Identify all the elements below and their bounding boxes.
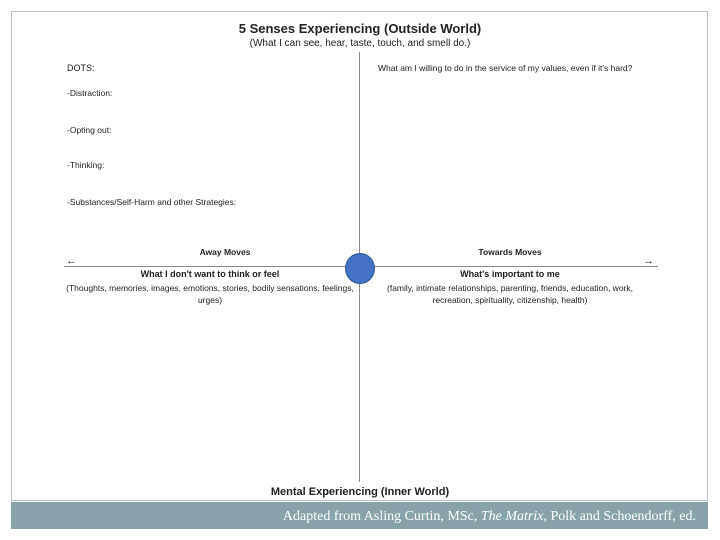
away-subheading: What I don't want to think or feel: [140, 269, 280, 279]
slide-frame: [11, 11, 708, 501]
diagram-title: 5 Senses Experiencing (Outside World): [238, 21, 482, 36]
dots-item-distraction: -Distraction:: [67, 88, 113, 98]
diagram-subtitle: (What I can see, hear, taste, touch, and…: [249, 38, 471, 49]
dots-heading: DOTS:: [67, 63, 95, 73]
right-arrow-icon: →: [643, 255, 654, 267]
center-circle: [345, 253, 375, 284]
footer-bar: Adapted from Asling Curtin, MSc, The Mat…: [11, 502, 708, 529]
credit-prefix: Adapted from Asling Curtin, MSc,: [282, 509, 481, 524]
left-arrow-icon: ←: [66, 255, 77, 267]
away-moves-heading: Away Moves: [199, 247, 251, 257]
dots-item-thinking: -Thinking:: [67, 160, 105, 170]
footer-credit: Adapted from Asling Curtin, MSc, The Mat…: [283, 509, 696, 525]
away-description: (Thoughts, memories, images, emotions, s…: [66, 283, 354, 305]
dots-item-substances: -Substances/Self-Harm and other Strategi…: [67, 197, 237, 207]
credit-suffix: , Polk and Schoendorff, ed.: [543, 509, 696, 524]
towards-subheading: What's important to me: [460, 269, 560, 279]
towards-moves-heading: Towards Moves: [478, 247, 542, 257]
bottom-axis-title: Mental Experiencing (Inner World): [270, 486, 450, 498]
credit-italic: The Matrix: [480, 509, 544, 524]
values-question: What am I willing to do in the service o…: [378, 63, 633, 73]
dots-item-opting-out: -Opting out:: [67, 125, 112, 135]
towards-description: (family, intimate relationships, parenti…: [387, 283, 633, 305]
